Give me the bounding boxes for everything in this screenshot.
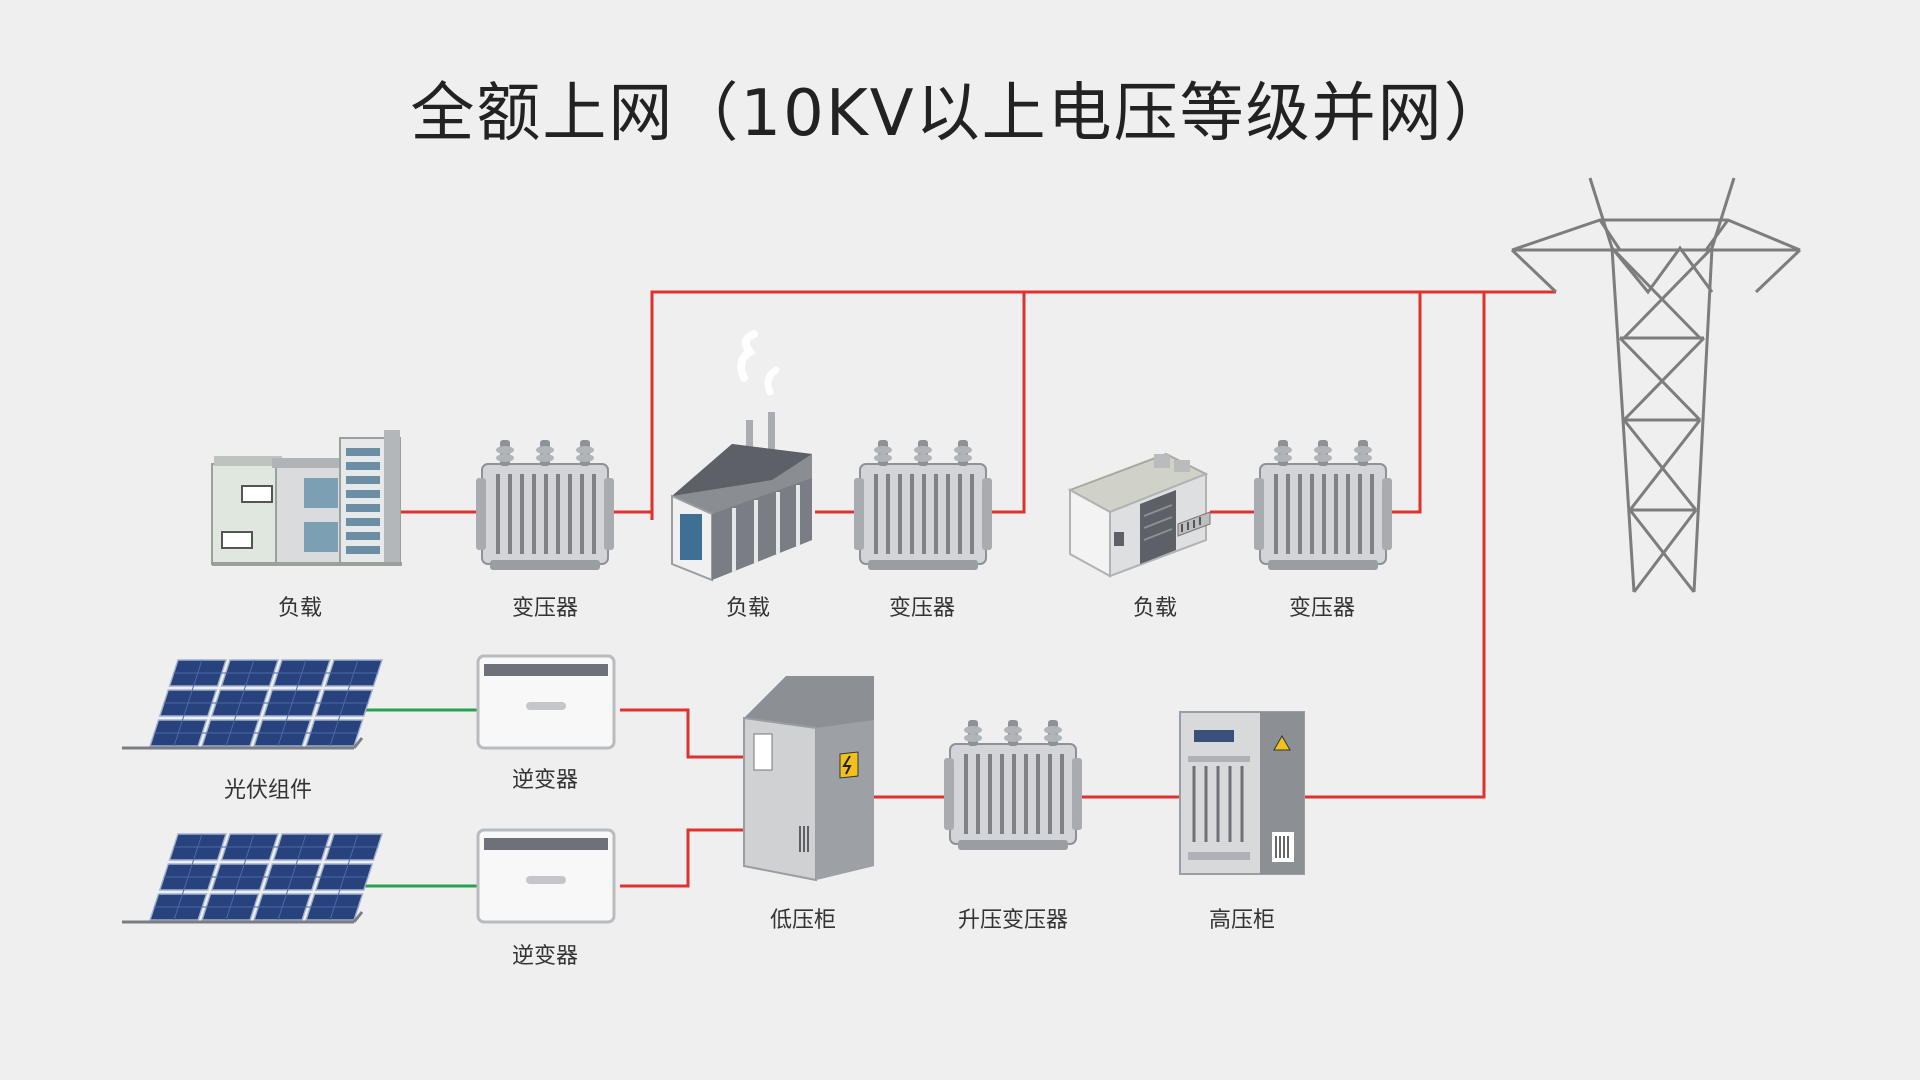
high-voltage-cabinet-icon [1179,711,1305,875]
label-load3: 负载 [1132,596,1177,621]
wire-xfmr2-bus [984,292,1026,514]
solar-panel-array-icon [120,832,384,924]
wire-inv2-lv [620,828,746,888]
wire-xfmr3-bus [1384,292,1422,514]
inverter-icon [476,654,616,750]
label-transformer1: 变压器 [511,596,578,621]
label-inverter1: 逆变器 [511,768,578,793]
ac-wiring [398,290,1556,888]
label-transformer2: 变压器 [888,596,955,621]
bus-line-top [650,290,1556,520]
solar-panel-array-icon [120,658,384,750]
label-hv-cabinet: 高压柜 [1208,908,1275,933]
step-up-transformer-icon [942,718,1084,852]
factory-icon [671,330,812,582]
inverter-icon [476,828,616,924]
label-transformer3: 变压器 [1288,596,1355,621]
transformer-icon [852,438,994,572]
wire-hv-bus [1304,292,1486,799]
label-lv-cabinet: 低压柜 [769,908,836,933]
label-pv: 光伏组件 [223,778,312,803]
transformer-icon [474,438,616,572]
transformer-icon [1252,438,1394,572]
label-step-up: 升压变压器 [957,908,1068,933]
label-load1: 负载 [277,596,322,621]
page-title: 全额上网（10KV以上电压等级并网） [410,77,1510,151]
label-load2: 负载 [725,596,770,621]
low-voltage-cabinet-icon [743,676,874,882]
wire-inv1-lv [620,708,746,759]
commercial-building-icon [1067,452,1211,578]
office-buildings-icon [211,430,402,566]
dc-wiring [362,708,478,888]
transmission-tower-icon [1510,177,1802,593]
label-inverter2: 逆变器 [511,944,578,969]
